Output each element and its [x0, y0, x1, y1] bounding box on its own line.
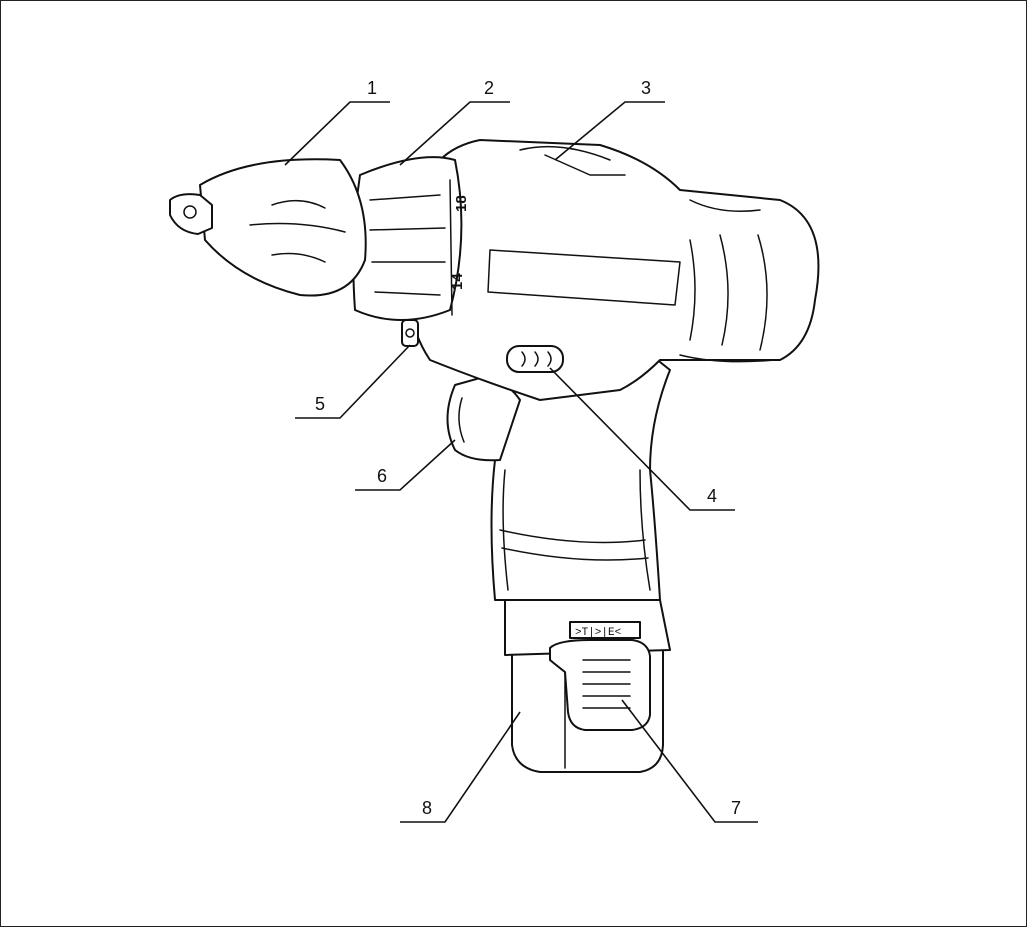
- led-light: [401, 319, 419, 347]
- callout-label-7: 7: [731, 798, 741, 818]
- callout-7: 7: [621, 699, 758, 823]
- callout-label-8: 8: [422, 798, 432, 818]
- callout-label-1: 1: [367, 78, 377, 98]
- callout-4: 4: [549, 367, 735, 511]
- battery-indicator-glyphs: >T|>|E<: [575, 627, 621, 639]
- torque-mark-18: 18: [453, 195, 470, 212]
- torque-adjustment-collar: 18 14: [352, 156, 470, 321]
- callout-6: 6: [355, 439, 456, 491]
- battery-release-button: [549, 639, 651, 731]
- handle-grip: [479, 329, 671, 601]
- keyless-chuck: [169, 158, 367, 297]
- callout-3: 3: [554, 78, 665, 161]
- callout-1: 1: [284, 78, 390, 166]
- battery-indicator-strip: >T|>|E<: [569, 621, 641, 639]
- direction-switch: [506, 345, 564, 373]
- motor-housing: [410, 139, 820, 401]
- callout-label-2: 2: [484, 78, 494, 98]
- callout-label-6: 6: [377, 466, 387, 486]
- callout-8: 8: [400, 711, 521, 823]
- callout-label-5: 5: [315, 394, 325, 414]
- callout-2: 2: [399, 78, 510, 166]
- callout-label-4: 4: [707, 486, 717, 506]
- torque-mark-14: 14: [449, 273, 466, 290]
- callout-label-3: 3: [641, 78, 651, 98]
- callout-5: 5: [295, 344, 411, 419]
